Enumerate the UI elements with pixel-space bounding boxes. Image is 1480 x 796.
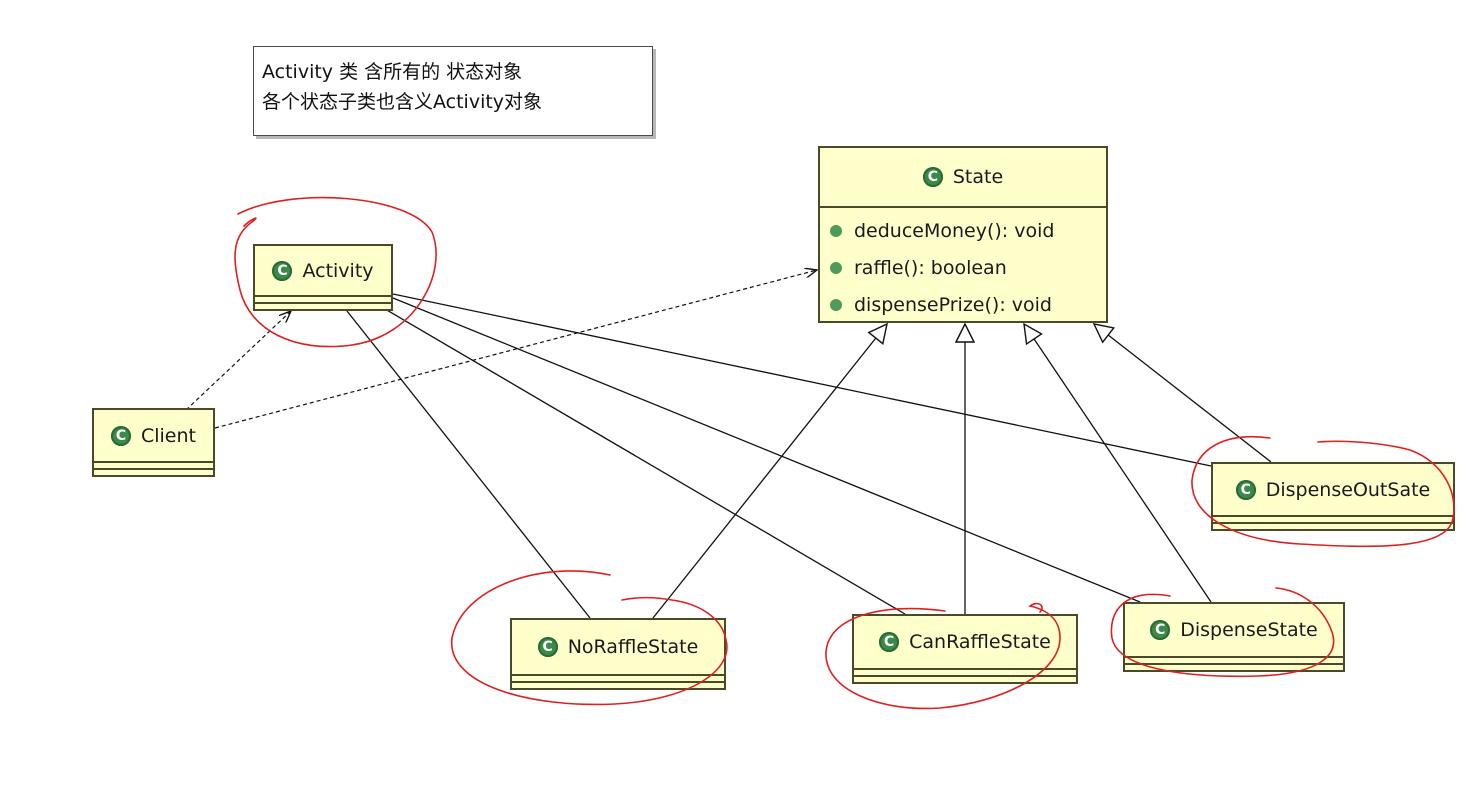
class-c-icon: C	[1150, 620, 1171, 640]
class-compartments	[512, 674, 724, 688]
class-compartments	[854, 668, 1076, 682]
note-line-2: 各个状态子类也含义Activity对象	[262, 91, 543, 113]
class-compartments	[1125, 656, 1343, 670]
class-norafflestate[interactable]: C NoRaffleState	[510, 618, 726, 690]
class-activity-name: Activity	[302, 259, 374, 282]
association-activity-dispenseoutsate[interactable]	[392, 293, 1212, 467]
class-dispensestate-name: DispenseState	[1180, 619, 1318, 641]
class-canrafflestate-name: CanRaffleState	[909, 631, 1051, 653]
association-activity-dispensestate[interactable]	[392, 297, 1141, 603]
class-compartments	[255, 295, 391, 309]
class-c-icon: C	[110, 425, 131, 446]
class-client[interactable]: C Client	[92, 408, 215, 477]
public-method-dot-icon	[830, 261, 842, 274]
class-c-icon: C	[1235, 479, 1256, 500]
method-label: raffle(): boolean	[854, 256, 1007, 279]
dependency-client-state[interactable]	[214, 270, 817, 429]
association-activity-norafflestate[interactable]	[346, 310, 591, 619]
method-deducemoney[interactable]: deduceMoney(): void	[830, 212, 1106, 249]
class-state[interactable]: C State deduceMoney(): void raffle(): bo…	[818, 146, 1108, 323]
class-client-name: Client	[140, 424, 196, 447]
note-comment: Activity 类 含所有的 状态对象 各个状态子类也含义Activity对象	[253, 46, 653, 136]
method-label: deduceMoney(): void	[854, 219, 1055, 242]
generalization-dispenseoutsate-state[interactable]	[1094, 324, 1272, 463]
class-canrafflestate[interactable]: C CanRaffleState	[852, 614, 1078, 684]
class-c-icon: C	[879, 632, 900, 652]
class-state-name: State	[952, 166, 1004, 188]
class-dispenseoutsate-name: DispenseOutSate	[1265, 478, 1431, 501]
class-c-icon: C	[537, 637, 558, 657]
generalization-norafflestate-state[interactable]	[652, 324, 887, 619]
class-norafflestate-name: NoRaffleState	[567, 636, 699, 658]
association-activity-canrafflestate[interactable]	[379, 305, 906, 615]
class-state-methods: deduceMoney(): void raffle(): boolean di…	[820, 208, 1106, 323]
class-dispenseoutsate[interactable]: C DispenseOutSate	[1211, 462, 1455, 531]
class-dispensestate[interactable]: C DispenseState	[1123, 602, 1345, 672]
note-line-1: Activity 类 含所有的 状态对象	[262, 61, 523, 83]
class-activity[interactable]: C Activity	[253, 244, 393, 311]
public-method-dot-icon	[830, 298, 842, 311]
class-compartments	[1213, 515, 1453, 529]
class-compartments	[94, 461, 213, 475]
method-label: dispensePrize(): void	[854, 293, 1052, 316]
class-c-icon: C	[272, 260, 293, 281]
method-raffle[interactable]: raffle(): boolean	[830, 249, 1106, 286]
class-state-header: C State	[820, 148, 1106, 208]
public-method-dot-icon	[830, 224, 842, 237]
generalization-dispensestate-state[interactable]	[1024, 324, 1212, 603]
dependency-client-activity[interactable]	[185, 311, 291, 411]
class-c-icon: C	[922, 167, 943, 187]
method-dispenseprize[interactable]: dispensePrize(): void	[830, 286, 1106, 323]
